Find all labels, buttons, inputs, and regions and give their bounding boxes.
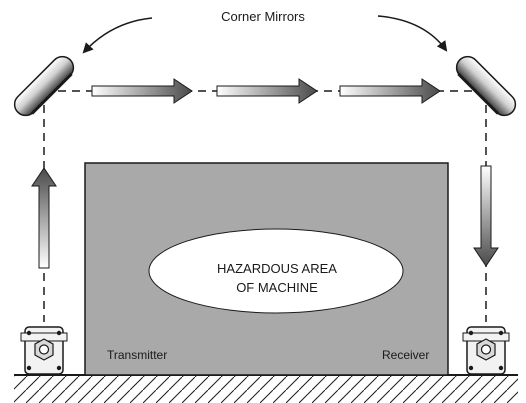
ground-hatching	[14, 376, 518, 403]
curved-arrow-left	[82, 17, 153, 54]
corner-mirror-left	[13, 55, 75, 117]
hazard-area-line-2: OF MACHINE	[236, 280, 318, 295]
transmitter-label: Transmitter	[107, 348, 168, 362]
beam-arrow-right-3	[339, 78, 441, 104]
corner-mirror-right	[455, 55, 517, 117]
beam-arrow-right-2	[216, 78, 318, 104]
corner-mirrors-label: Corner Mirrors	[221, 9, 305, 24]
hazard-area-label: HAZARDOUS AREA OF MACHINE	[154, 259, 400, 297]
curved-arrow-right	[377, 15, 448, 52]
hazard-area-ellipse	[148, 228, 404, 314]
ground	[14, 374, 518, 403]
beam-arrow-right-1	[91, 78, 193, 104]
transmitter-unit	[20, 326, 68, 375]
receiver-label: Receiver	[382, 348, 430, 362]
beam-arrow-up	[31, 167, 57, 269]
receiver-unit	[462, 326, 510, 375]
hazard-area-line-1: HAZARDOUS AREA	[217, 261, 337, 276]
beam-arrow-down	[473, 165, 499, 267]
